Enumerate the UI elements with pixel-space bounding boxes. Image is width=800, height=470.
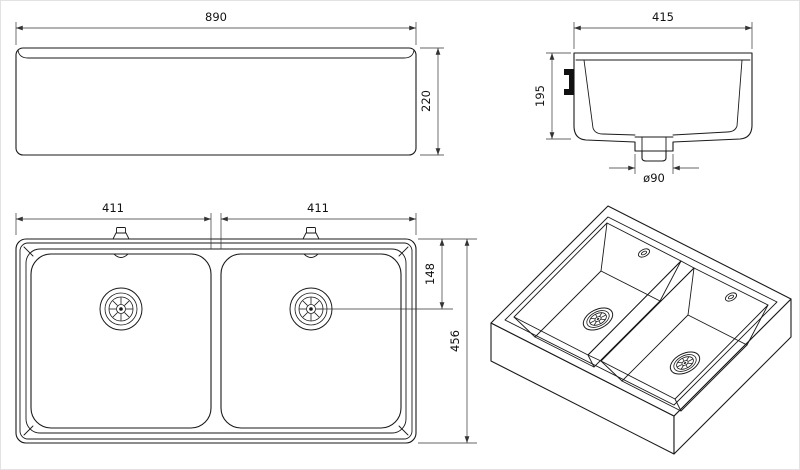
iso-bowl-wall-edge [513,316,536,338]
overflow-hole-inner [640,250,648,256]
plan-outer-edge [15,238,417,444]
rim-corner-chamfer [398,246,409,257]
dim-drain-diameter: ø90 [609,154,699,185]
tap-ledge-cap [306,227,316,234]
iso-divider [587,260,695,362]
dim-side-width: 415 [573,10,753,49]
tap-ledge-body [302,232,320,240]
overflow-notch [303,253,319,258]
iso-bowl-wall-edge [600,222,608,272]
dim-front-width: 890 [15,10,417,45]
dim-front-height-label: 220 [419,90,433,112]
rim-corner-chamfer [23,246,34,257]
dim-plan-bowl-right-label: 411 [307,201,329,215]
side-bowl-interior-left [583,59,636,136]
mounting-bracket [564,69,574,95]
drain-strainer-left [99,287,143,331]
tap-ledge-left [112,227,130,258]
dim-front-height: 220 [419,47,444,156]
plan-rim-edge [25,248,407,434]
overflow-hole [724,292,738,302]
rim-corner-chamfer [23,425,34,436]
dim-plan-bowl-right: 411 [220,201,417,249]
iso-bowl-wall-edge [687,267,695,316]
overflow-hole-inner [727,294,735,300]
dim-plan-bowl-left-label: 411 [102,201,124,215]
tap-ledge-body [112,232,130,240]
dim-plan-depth-label: 456 [448,330,462,352]
sink-front-outline [15,47,417,156]
iso-bowl-wall-edge [587,354,595,368]
iso-bowl-wall-edge [600,360,623,382]
dim-side-depth-label: 195 [533,85,547,107]
iso-bowl-wall-edge [674,398,682,412]
sink-side-outline [573,52,753,162]
sink-front-rim-line [17,49,415,59]
rim-corner-chamfer [398,425,409,436]
dim-plan-depth: 456 [418,238,477,444]
iso-overflow-left [637,248,651,258]
dim-plan-drain-offset-label: 148 [423,263,437,285]
overflow-hole [637,248,651,258]
iso-bowl-wall-edge [746,304,769,346]
dim-side-width-label: 415 [652,10,674,24]
iso-rim-outer [490,205,792,417]
front-elevation-view: 890 220 [15,10,444,156]
side-bowl-interior-right [672,59,743,136]
dim-front-width-label: 890 [205,10,227,24]
side-elevation-view: 415 195 ø90 [533,10,753,185]
dim-plan-drain-offset: 148 [317,238,477,310]
dim-side-depth: 195 [533,52,571,140]
tap-ledge-right [302,227,320,258]
plan-outer-edge-inner [19,242,413,440]
isometric-view [490,205,792,455]
iso-overflow-right [724,292,738,302]
bowl-right-outline [220,253,402,429]
bowl-left-outline [30,253,212,429]
dim-plan-bowl-left: 411 [15,201,212,249]
tap-ledge-cap [116,227,126,234]
dim-drain-diameter-label: ø90 [643,171,665,185]
iso-bowl-wall-edge [659,260,682,302]
plan-view: 411 411 148 456 [15,201,477,444]
overflow-notch [113,253,129,258]
